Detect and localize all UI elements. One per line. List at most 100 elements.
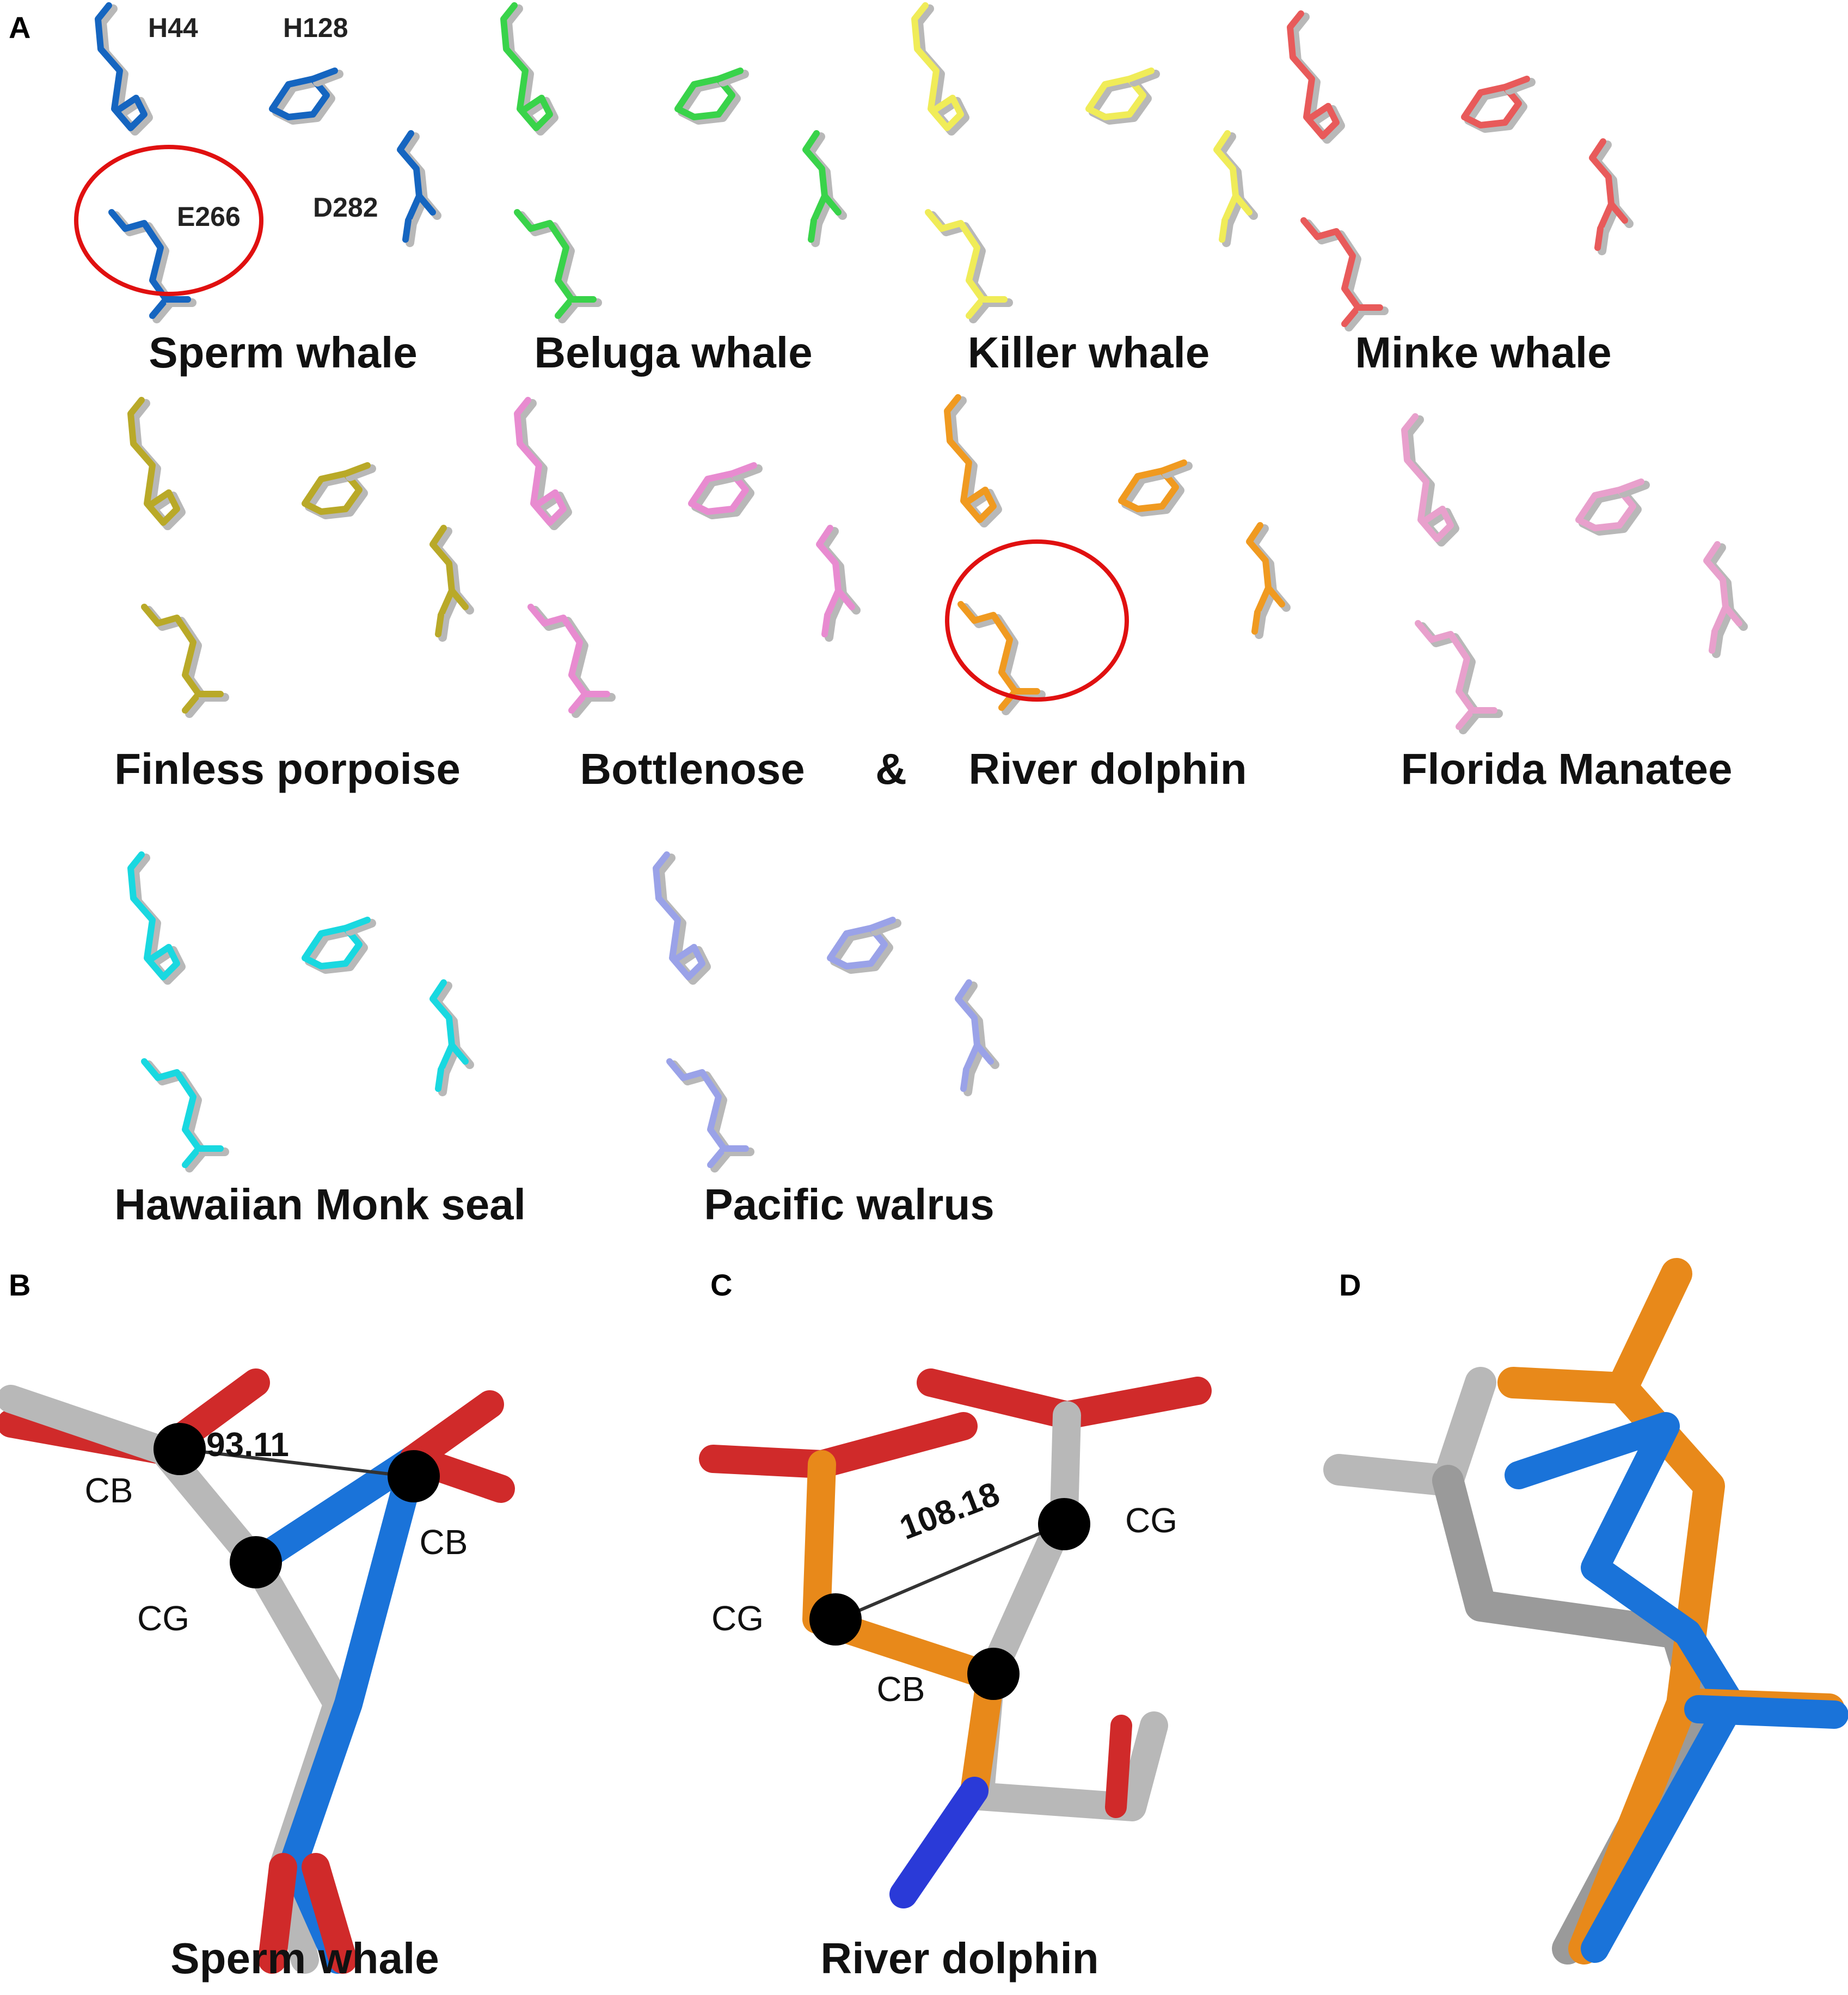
species-stick-asp282 (1709, 628, 1718, 654)
highlight-ring (945, 539, 1129, 702)
panel-a-species-grid (74, 2, 1748, 1173)
reference-backbone-stick (1323, 1367, 1496, 1496)
species-cluster-2 (500, 2, 847, 323)
reference-stick-his128 (305, 927, 368, 974)
mutant-backbone-stick (242, 1445, 428, 1974)
species-stick-asp282 (397, 130, 422, 224)
species-stick-asp282 (808, 217, 817, 243)
reference-stick-his128 (1121, 470, 1184, 517)
angle-line (179, 1447, 409, 1478)
species-stick-asp282 (1703, 541, 1729, 635)
species-stick-asp282 (835, 587, 855, 610)
panel-letter-c: C (710, 1268, 732, 1302)
species-stick-asp282 (1265, 585, 1285, 607)
species-caption-river-dolphin: River dolphin (968, 745, 1247, 793)
atom-marker (967, 1648, 1020, 1700)
species-stick-asp282 (435, 1066, 444, 1092)
oxygen-stick (258, 1853, 297, 1974)
species-stick-glu266 (108, 209, 169, 319)
reference-stick-asp282 (825, 614, 836, 642)
oxygen-stick (302, 1853, 357, 1974)
panel-b-sperm-whale-closeup (0, 1368, 515, 1974)
caption-c-river-dolphin: River dolphin (820, 1934, 1098, 1982)
reference-stick-asp282 (1217, 132, 1244, 228)
species-stick-glu266 (1415, 620, 1476, 730)
species-stick-glu266 (666, 1058, 727, 1168)
atom-label-c-cb-mutant: CB (877, 1669, 925, 1709)
species-stick-his44 (1287, 10, 1340, 139)
reference-stick-his128 (272, 78, 335, 125)
reference-stick-his128 (691, 472, 754, 519)
species-cluster-8 (1401, 413, 1748, 734)
species-stick-asp282 (1213, 130, 1239, 224)
species-stick-glu266 (514, 209, 575, 319)
panel-letter-d: D (1339, 1268, 1361, 1302)
species-stick-his128 (674, 76, 735, 120)
species-stick-asp282 (1219, 217, 1228, 243)
reference-stick-asp282 (811, 219, 822, 247)
species-stick-his44 (127, 397, 180, 526)
species-stick-his128 (302, 925, 363, 969)
reference-stick-asp282 (963, 1069, 975, 1096)
reference-stick-his128 (346, 464, 376, 481)
reference-stick-asp282 (1249, 524, 1277, 620)
species-stick-asp282 (449, 1042, 469, 1065)
reference-stick-asp282 (1598, 228, 1609, 255)
species-stick-his44 (653, 851, 705, 980)
reference-stick-asp282 (1706, 543, 1734, 639)
species-cluster-1 (74, 2, 441, 323)
species-stick-his128 (868, 917, 896, 931)
species-stick-asp282 (435, 612, 444, 637)
species-cluster-10 (653, 851, 999, 1173)
atom-marker (809, 1593, 862, 1646)
oxygen-stick (1105, 1715, 1132, 1818)
reference-stick-his128 (305, 472, 368, 519)
species-stick-asp282 (816, 525, 842, 618)
species-stick-his128 (302, 470, 363, 515)
species-caption-sperm-whale: Sperm whale (149, 328, 418, 377)
species-stick-asp282 (1594, 225, 1604, 251)
species-stick-asp282 (449, 587, 469, 610)
reference-stick-asp282 (438, 1069, 450, 1096)
panel-letter-a: A (9, 10, 30, 45)
reference-stick-asp282 (438, 614, 450, 642)
species-stick-asp282 (955, 979, 980, 1073)
species-caption-finless-porpoise: Finless porpoise (114, 745, 461, 793)
species-stick-his44 (500, 2, 553, 131)
species-stick-his128 (310, 67, 338, 82)
species-stick-glu266 (925, 209, 986, 319)
species-stick-his44 (127, 851, 180, 980)
reference-stick-his128 (1089, 78, 1152, 125)
reference-stick-asp282 (806, 132, 833, 228)
species-caption-hawaiian-monk-seal: Hawaiian Monk seal (114, 1180, 526, 1229)
species-stick-his128 (1126, 67, 1155, 82)
reference-stick-asp282 (406, 219, 417, 247)
residue-label-h44: H44 (148, 13, 198, 43)
species-caption-killer-whale: Killer whale (968, 328, 1210, 377)
species-stick-asp282 (402, 217, 412, 243)
species-stick-asp282 (1589, 138, 1614, 232)
species-stick-his128 (1502, 76, 1530, 90)
mutant-backbone-stick-blue (1684, 1695, 1848, 1729)
reference-stick-asp282 (400, 132, 428, 228)
caption-b-sperm-whale: Sperm whale (170, 1934, 439, 1982)
species-stick-asp282 (1232, 193, 1253, 216)
reference-stick-his128 (1505, 78, 1536, 95)
reference-stick-asp282 (1222, 219, 1233, 247)
species-stick-glu266 (141, 604, 202, 714)
reference-stick-asp282 (1255, 611, 1266, 639)
species-stick-his44 (95, 2, 148, 131)
reference-stick-asp282 (1712, 630, 1723, 658)
species-stick-asp282 (821, 612, 831, 637)
atom-label-b-cb-mutant: CB (420, 1523, 468, 1562)
angle-label-c: 108.18 (895, 1475, 1005, 1547)
reference-stick-his128 (1464, 86, 1527, 133)
residue-label-h128: H128 (283, 13, 348, 43)
reference-stick-his128 (830, 927, 893, 974)
species-stick-asp282 (821, 193, 842, 216)
atom-marker (388, 1450, 440, 1502)
atom-marker (230, 1536, 282, 1588)
species-stick-his44 (944, 394, 997, 523)
reference-stick-his128 (678, 78, 741, 125)
